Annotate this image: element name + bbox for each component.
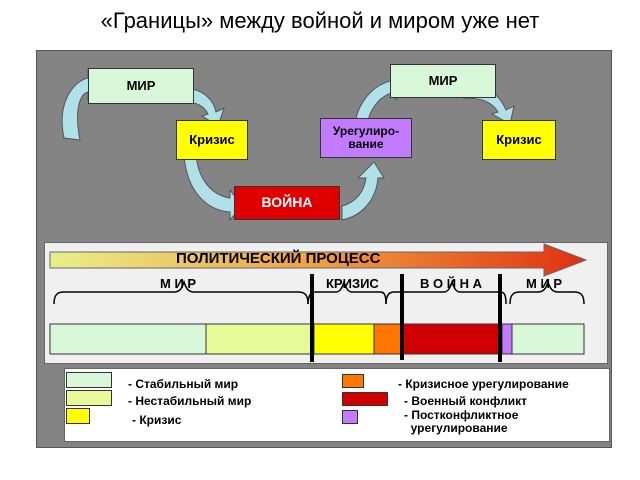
segment-military [401, 323, 503, 355]
legend-label-unstable: - Нестабильный мир [128, 394, 252, 408]
cycle-arrow-crisis-war [183, 153, 243, 222]
process-arrow [49, 243, 588, 277]
legend-label-crisis-settlement: - Кризисное урегулирование [398, 377, 569, 391]
cycle-arrow-war-settle [341, 161, 385, 221]
cycle-box-mir-2: МИР [390, 64, 496, 98]
segment-unstable [205, 323, 315, 355]
legend-swatch-crisis [66, 408, 90, 424]
legend-label-crisis: - Кризис [132, 413, 182, 427]
legend-swatch-unstable [66, 390, 112, 406]
process-arrow-label: ПОЛИТИЧЕСКИЙ ПРОЦЕСС [176, 250, 381, 267]
page-title: «Границы» между войной и миром уже нет [100, 8, 540, 33]
legend-swatch-crisis-settlement [342, 374, 364, 388]
boundary-lines [310, 274, 502, 362]
phase-label-mir-1: М И Р [160, 276, 197, 291]
phase-braces [53, 279, 585, 305]
legend-swatch-post-conflict [342, 410, 358, 424]
segment-post-conflict [501, 323, 513, 355]
cycle-box-crisis-2: Кризис [482, 120, 556, 160]
phase-label-mir-2: М И Р [526, 276, 563, 291]
phase-label-crisis: КРИЗИС [326, 276, 379, 291]
cycle-box-war: ВОЙНА [234, 186, 340, 220]
segment-stable-1 [49, 323, 207, 355]
cycle-box-mir-1: МИР [88, 68, 194, 104]
legend-swatch-military [342, 392, 388, 406]
legend-swatch-stable [66, 372, 112, 388]
process-graphics [49, 243, 588, 362]
cycle-box-crisis-1: Кризис [176, 120, 248, 160]
segment-crisis [313, 323, 375, 355]
legend-label-post-conflict: - Постконфликтное урегулирование [404, 408, 519, 435]
phase-label-war: В О Й Н А [420, 276, 483, 291]
legend-label-stable: - Стабильный мир [128, 377, 239, 391]
segment-stable-2 [511, 323, 585, 355]
segment-crisis-settlement [373, 323, 403, 355]
legend [64, 368, 610, 442]
cycle-box-settlement: Урегулиро- вание [320, 118, 412, 158]
legend-label-military: - Военный конфликт [404, 394, 527, 408]
